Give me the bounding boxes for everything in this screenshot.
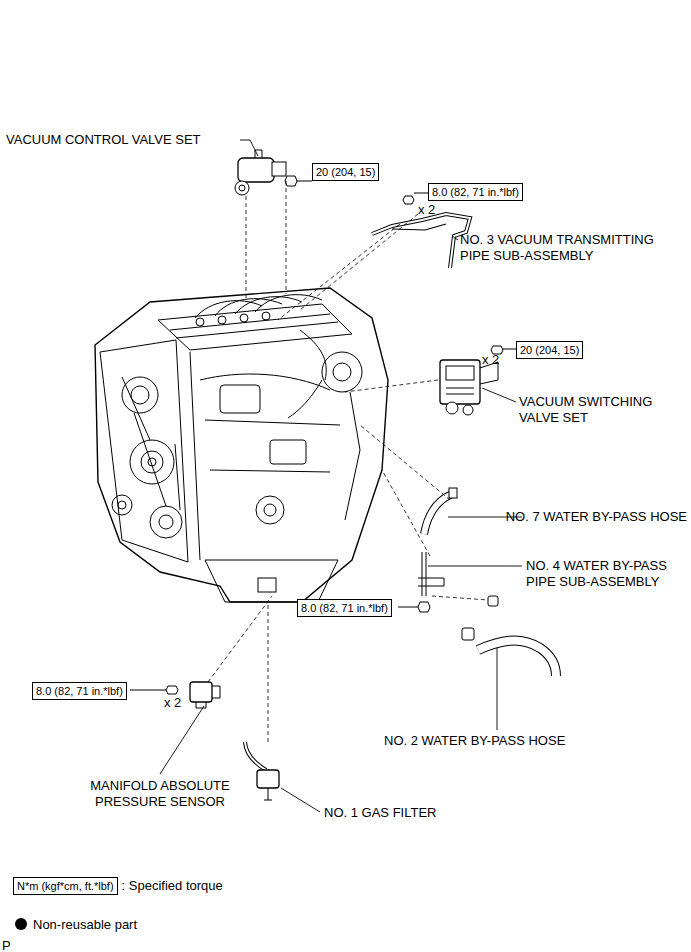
torque-value: 20 (204, 15): [520, 344, 579, 356]
torque-value: 8.0 (82, 71 in.*lbf): [301, 602, 388, 614]
page-mark: P: [2, 938, 11, 952]
part-label: NO. 2 WATER BY-PASS HOSE: [384, 733, 565, 749]
torque-box: 8.0 (82, 71 in.*lbf): [297, 599, 392, 617]
torque-value: 8.0 (82, 71 in.*lbf): [432, 186, 519, 198]
legend-text: Non-reusable part: [33, 917, 137, 932]
torque-value: 8.0 (82, 71 in.*lbf): [36, 685, 123, 697]
part-label: VACUUM SWITCHING VALVE SET: [519, 394, 669, 426]
part-label: NO. 7 WATER BY-PASS HOSE: [506, 509, 687, 525]
torque-box: 20 (204, 15): [312, 163, 379, 181]
legend-text: : Specified torque: [122, 878, 223, 893]
part-label: VACUUM CONTROL VALVE SET: [6, 132, 201, 148]
part-label: NO. 1 GAS FILTER: [324, 805, 436, 821]
part-label: MANIFOLD ABSOLUTE PRESSURE SENSOR: [80, 778, 240, 810]
torque-value: N*m (kgf*cm, ft.*lbf): [17, 880, 114, 892]
quantity-label: x 2: [164, 695, 181, 711]
quantity-label: x 2: [482, 352, 499, 368]
legend-entry: : Specified torque: [122, 878, 223, 894]
torque-box: 8.0 (82, 71 in.*lbf): [428, 183, 523, 201]
part-label: NO. 4 WATER BY-PASS PIPE SUB-ASSEMBLY: [526, 558, 681, 590]
torque-box: 20 (204, 15): [516, 341, 583, 359]
torque-value: 20 (204, 15): [316, 166, 375, 178]
torque-box: 8.0 (82, 71 in.*lbf): [32, 682, 127, 700]
non-reusable-symbol: [14, 916, 30, 932]
part-label: NO. 3 VACUUM TRANSMITTING PIPE SUB-ASSEM…: [460, 232, 675, 264]
torque-box: N*m (kgf*cm, ft.*lbf): [13, 877, 118, 895]
quantity-label: x 2: [418, 202, 435, 218]
legend-entry: Non-reusable part: [14, 916, 137, 933]
